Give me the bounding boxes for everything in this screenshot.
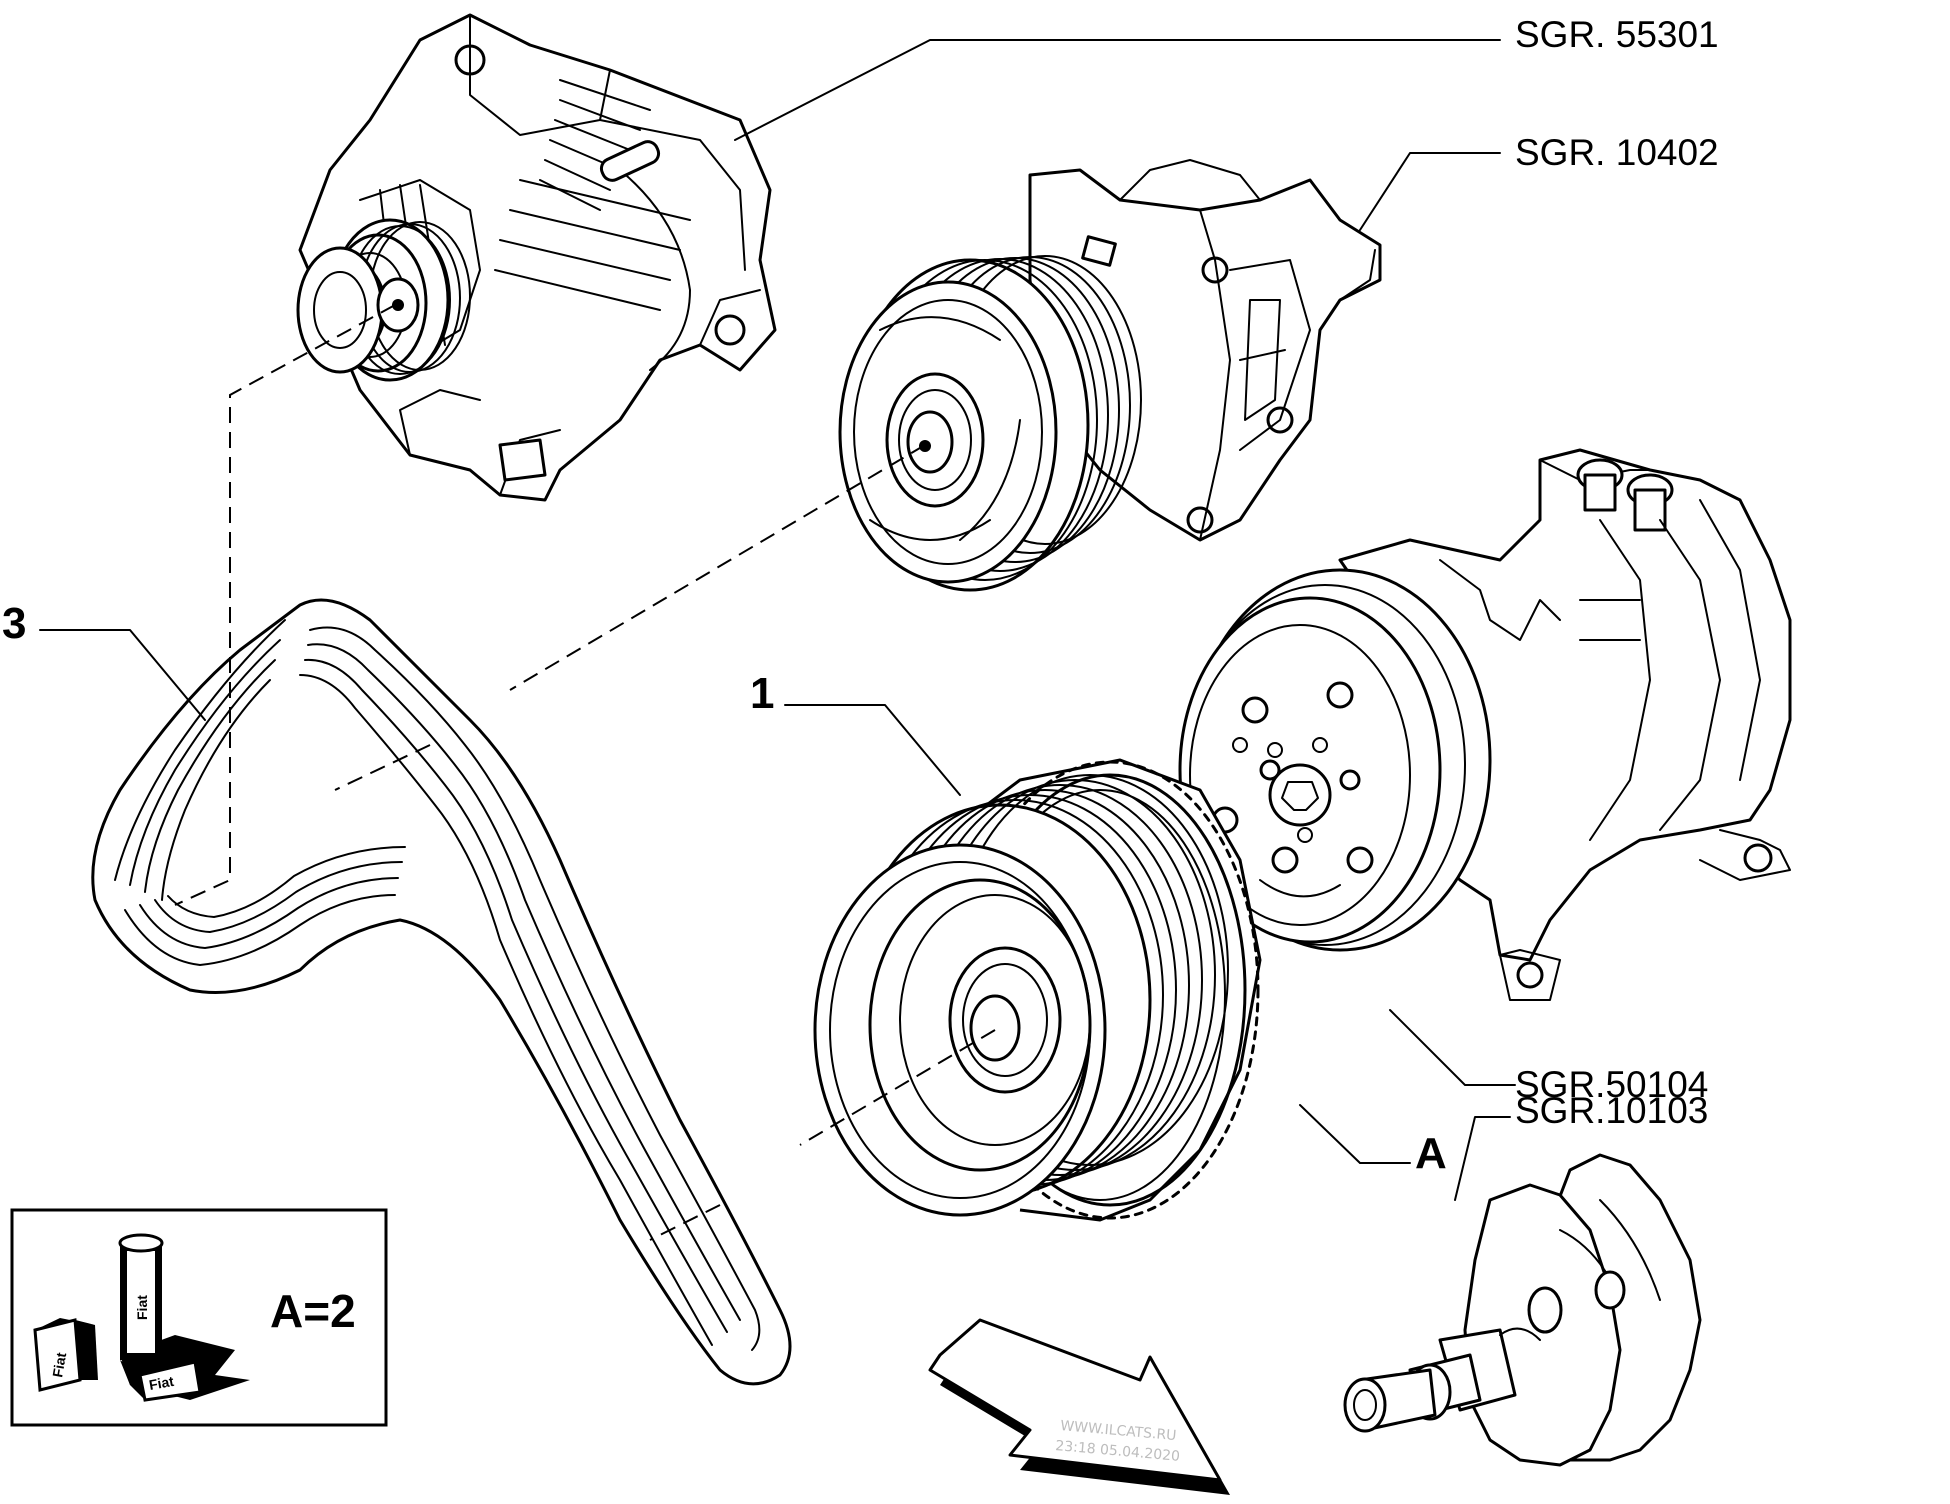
poly-v-belt — [91, 598, 792, 1386]
alternator — [296, 13, 777, 502]
item-number-belt: 3 — [2, 599, 26, 648]
leader-lines — [39, 39, 1516, 1201]
direction-arrow-icon — [928, 1318, 1230, 1495]
item-number-pulley: 1 — [750, 669, 774, 718]
fiat-product-icon — [33, 1233, 250, 1402]
alignment-lines — [174, 304, 996, 1241]
inset-box: Fiat Fiat Fiat A=2 — [10, 1208, 388, 1427]
callout-water-pump: SGR. 10402 — [1515, 132, 1719, 173]
item-number-assembly: A — [1415, 1129, 1447, 1178]
can-brand-text: Fiat — [134, 1295, 150, 1320]
callout-alternator: SGR. 55301 — [1515, 14, 1719, 55]
water-pump — [838, 159, 1382, 592]
crankshaft — [1343, 1153, 1702, 1467]
inset-quantity-label: A=2 — [270, 1285, 356, 1337]
callout-compressor: SGR.50104 — [1515, 1064, 1708, 1105]
ac-compressor — [1178, 448, 1792, 1001]
callout-crankshaft: SGR.10103 — [1515, 1090, 1708, 1131]
crankshaft-pulley — [813, 758, 1262, 1222]
box-brand-text-1: Fiat — [49, 1351, 69, 1379]
box-brand-text-2: Fiat — [148, 1373, 176, 1393]
